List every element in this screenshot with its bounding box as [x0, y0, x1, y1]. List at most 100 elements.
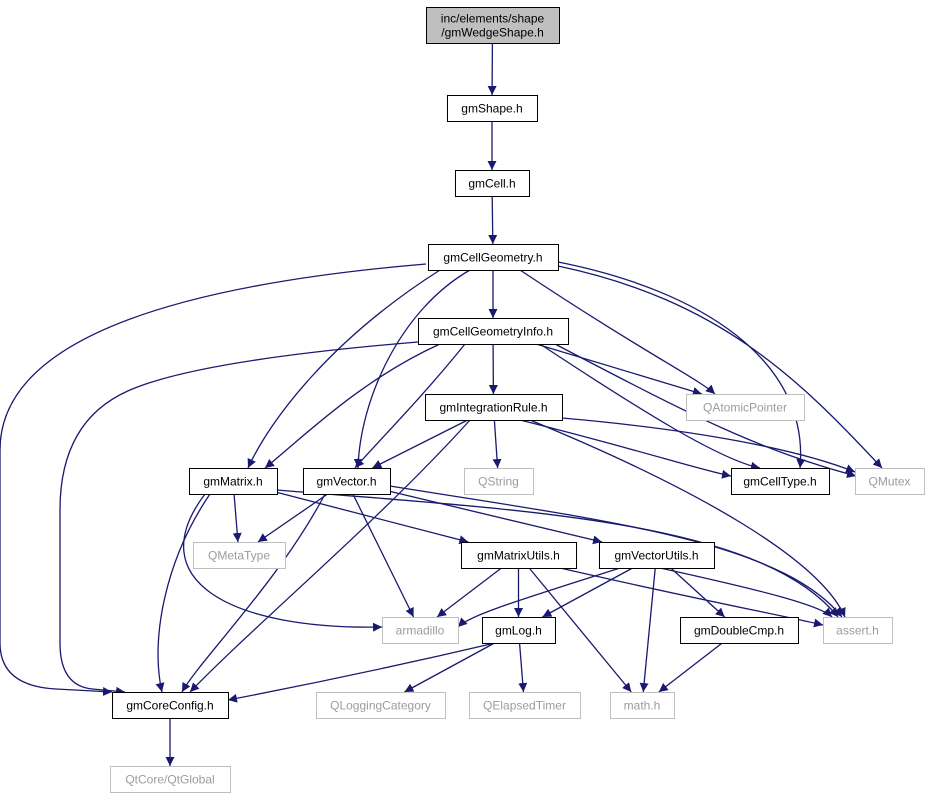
edge-matutils-to-assert	[559, 567, 824, 628]
node-box	[855, 468, 925, 495]
edge-cellgeom-to-coreconfig	[0, 263, 427, 697]
node-label: gmCellType.h	[743, 475, 816, 489]
edge-log-to-coreconfig	[227, 642, 496, 703]
node-label: math.h	[624, 699, 661, 713]
edge-matutils-to-armadillo	[436, 567, 502, 618]
node-label: gmVectorUtils.h	[614, 549, 698, 563]
node-box	[680, 617, 799, 644]
node-box	[316, 692, 446, 719]
node-label: gmShape.h	[461, 102, 522, 116]
edge-vecutils-to-dblcmp	[670, 567, 726, 618]
edge-vecutils-to-log	[542, 567, 633, 618]
edge-integ-to-assert	[529, 419, 846, 618]
node-box	[686, 394, 805, 421]
node-label: assert.h	[836, 624, 879, 638]
node-qlogcat: QLoggingCategory	[316, 692, 446, 719]
node-box	[418, 318, 569, 345]
node-math: math.h	[610, 692, 675, 719]
node-label: QString	[478, 475, 519, 489]
node-cell[interactable]: gmCell.h	[455, 170, 530, 197]
node-armadillo: armadillo	[382, 617, 459, 644]
node-qmetatype: QMetaType	[193, 542, 286, 569]
node-box	[426, 7, 560, 44]
dependency-edges	[0, 42, 883, 766]
node-vector[interactable]: gmVector.h	[303, 468, 391, 495]
node-label: inc/elements/shape	[441, 12, 545, 26]
edge-vecutils-to-armadillo	[457, 567, 621, 628]
node-label: gmIntegrationRule.h	[439, 401, 547, 415]
node-box	[303, 468, 391, 495]
node-qelapsed: QElapsedTimer	[469, 692, 581, 719]
edge-vector-to-vecutils	[389, 490, 603, 545]
edge-cell-to-cellgeom	[488, 195, 498, 245]
edge-integ-to-qstring	[492, 419, 502, 469]
node-qtglobal: QtCore/QtGlobal	[110, 766, 231, 793]
edge-matrix-to-armadillo	[183, 493, 383, 632]
node-shape[interactable]: gmShape.h	[447, 95, 538, 122]
node-coreconfig[interactable]: gmCoreConfig.h	[112, 692, 229, 719]
edge-cellgeom-to-vector	[353, 269, 471, 469]
edge-log-to-qelapsed	[518, 642, 528, 693]
node-label: gmMatrix.h	[203, 475, 262, 489]
node-box	[455, 170, 530, 197]
edge-cellgeom-to-matrix	[247, 269, 441, 469]
node-label: gmCoreConfig.h	[126, 699, 213, 713]
node-box	[382, 617, 459, 644]
node-box	[610, 692, 675, 719]
edge-cellgeominfo-to-coreconfig	[59, 341, 419, 696]
node-box	[447, 95, 538, 122]
node-qstring: QString	[464, 468, 534, 495]
edge-integ-to-celltype	[519, 419, 732, 479]
node-vecutils[interactable]: gmVectorUtils.h	[599, 542, 715, 569]
node-label: QMutex	[868, 475, 910, 489]
node-box	[193, 542, 286, 569]
node-label: QAtomicPointer	[703, 401, 787, 415]
edge-cellgeom-to-qmutex	[557, 265, 883, 469]
edge-matrix-to-matutils	[276, 491, 469, 545]
edge-matrix-to-qmetatype	[232, 493, 242, 543]
node-label: QLoggingCategory	[330, 699, 431, 713]
edge-cellgeominfo-to-celltype	[539, 343, 761, 471]
node-cellgeominfo[interactable]: gmCellGeometryInfo.h	[418, 318, 569, 345]
node-box	[425, 394, 563, 421]
node-cellgeom[interactable]: gmCellGeometry.h	[428, 244, 559, 271]
node-matrix[interactable]: gmMatrix.h	[189, 468, 278, 495]
edge-vecutils-to-math	[639, 567, 656, 693]
edge-matutils-to-math	[528, 567, 632, 693]
header-nodes: inc/elements/shape/gmWedgeShape.h gmShape…	[110, 7, 925, 793]
node-box	[112, 692, 229, 719]
node-label: gmCellGeometryInfo.h	[433, 325, 553, 339]
edge-vector-to-coreconfig	[181, 493, 326, 693]
node-label: gmVector.h	[316, 475, 376, 489]
edge-cellgeominfo-to-matrix	[264, 343, 441, 469]
node-wedge[interactable]: inc/elements/shape/gmWedgeShape.h	[426, 7, 560, 44]
edge-dblcmp-to-math	[658, 642, 723, 693]
node-box	[428, 244, 559, 271]
node-dblcmp[interactable]: gmDoubleCmp.h	[680, 617, 799, 644]
edge-cellgeom-to-qatomic	[519, 269, 716, 395]
node-box	[482, 617, 556, 644]
edge-cellgeominfo-to-qatomic	[535, 343, 703, 396]
node-box	[189, 468, 278, 495]
node-box	[464, 468, 534, 495]
edge-cellgeom-to-celltype	[557, 261, 806, 469]
node-label: gmDoubleCmp.h	[694, 624, 784, 638]
edge-matrix-to-coreconfig	[155, 493, 211, 693]
node-label: armadillo	[396, 624, 445, 638]
node-matutils[interactable]: gmMatrixUtils.h	[461, 542, 577, 569]
edge-cellgeominfo-to-vector	[354, 343, 466, 469]
node-label: gmCellGeometry.h	[443, 251, 542, 265]
edge-vecutils-to-assert	[659, 567, 833, 618]
node-qmutex: QMutex	[855, 468, 925, 495]
edge-vector-to-armadillo	[352, 493, 415, 618]
node-integ[interactable]: gmIntegrationRule.h	[425, 394, 563, 421]
node-box	[599, 542, 715, 569]
edge-log-to-qlogcat	[404, 642, 495, 693]
edge-cellgeominfo-to-qmutex	[554, 343, 857, 478]
node-label: QtCore/QtGlobal	[125, 773, 214, 787]
node-assert: assert.h	[823, 617, 893, 644]
node-celltype[interactable]: gmCellType.h	[731, 468, 830, 495]
node-label: gmLog.h	[495, 624, 542, 638]
node-log[interactable]: gmLog.h	[482, 617, 556, 644]
node-qatomic: QAtomicPointer	[686, 394, 805, 421]
